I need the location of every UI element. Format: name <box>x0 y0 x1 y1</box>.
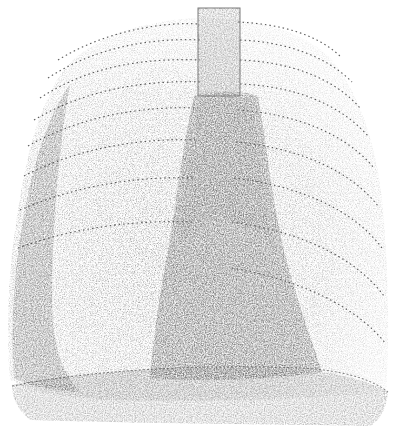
trachea-shadow <box>198 8 240 96</box>
